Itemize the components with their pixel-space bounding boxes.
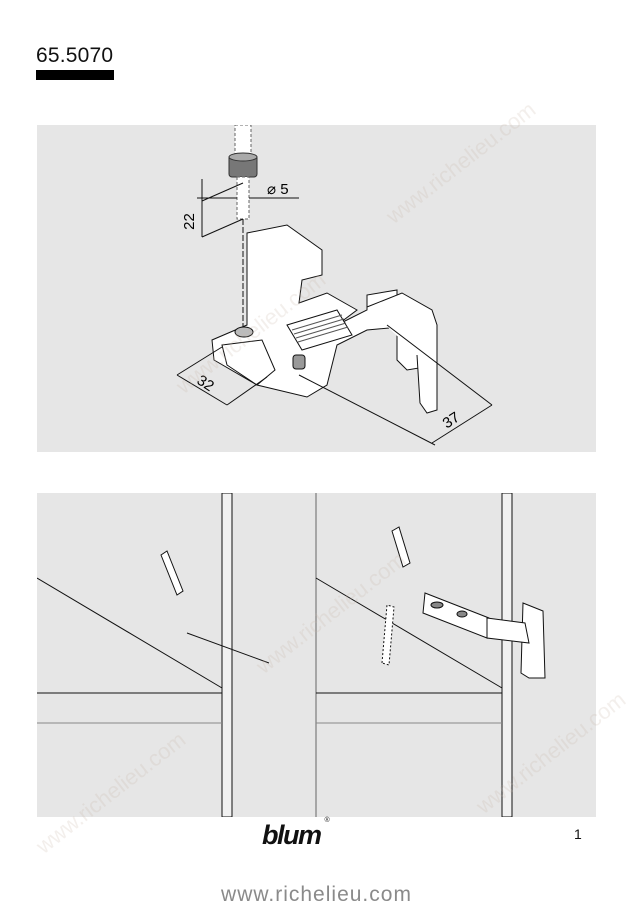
depth-dimension-label: 22 [180,213,198,230]
page-number: 1 [574,826,582,842]
diameter-dimension-label: ⌀ 5 [267,181,289,198]
website-url[interactable]: www.richelieu.com [221,883,412,906]
drilling-template-illustration: ⌀ 5 22 32 37 [37,125,596,452]
blum-logo: blum® [262,817,330,850]
part-number: 65.5070 [36,44,114,67]
cabinet-installation-illustration [37,493,596,817]
drill-bit-icon [228,125,258,335]
title-underline-bar [36,70,114,80]
